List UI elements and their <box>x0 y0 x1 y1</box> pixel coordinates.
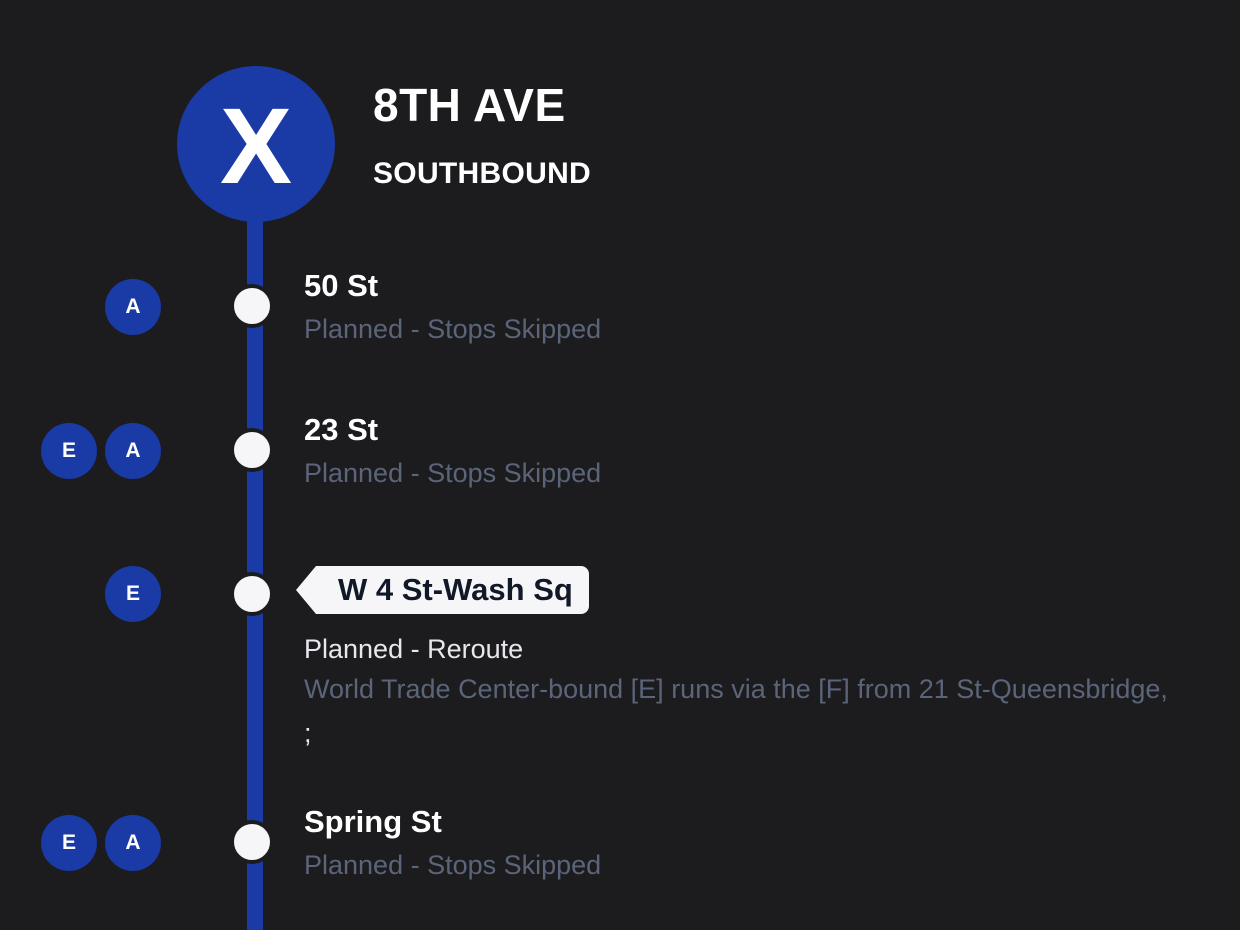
route-chip-e[interactable]: E <box>105 566 161 622</box>
route-badge-letter: X <box>219 85 293 206</box>
stop-marker[interactable] <box>230 428 274 472</box>
route-chip-e[interactable]: E <box>41 815 97 871</box>
stop-status: Planned - Stops Skipped <box>304 850 602 880</box>
route-badge: X <box>177 66 335 222</box>
selected-stop-callout[interactable]: W 4 St-Wash Sq <box>296 566 589 614</box>
callout-pointer <box>296 566 316 614</box>
reroute-detail-continuation: ; <box>304 718 312 748</box>
stop-status: Planned - Stops Skipped <box>304 458 602 488</box>
route-chip-a[interactable]: A <box>105 815 161 871</box>
route-chip-a[interactable]: A <box>105 423 161 479</box>
route-chip-a[interactable]: A <box>105 279 161 335</box>
stop-status: Planned - Stops Skipped <box>304 314 602 344</box>
stop-name[interactable]: Spring St <box>304 804 442 839</box>
route-line <box>247 200 263 930</box>
stop-name[interactable]: 23 St <box>304 412 379 447</box>
stop-marker-selected[interactable] <box>230 572 274 616</box>
stop-marker[interactable] <box>230 284 274 328</box>
selected-stop-name: W 4 St-Wash Sq <box>316 566 589 614</box>
line-name: 8TH AVE <box>373 79 566 131</box>
stop-name[interactable]: 50 St <box>304 268 379 303</box>
direction-label: SOUTHBOUND <box>373 157 591 190</box>
stop-marker[interactable] <box>230 820 274 864</box>
route-chip-e[interactable]: E <box>41 423 97 479</box>
stop-status: Planned - Reroute <box>304 634 524 664</box>
reroute-detail: World Trade Center-bound [E] runs via th… <box>304 674 1168 704</box>
